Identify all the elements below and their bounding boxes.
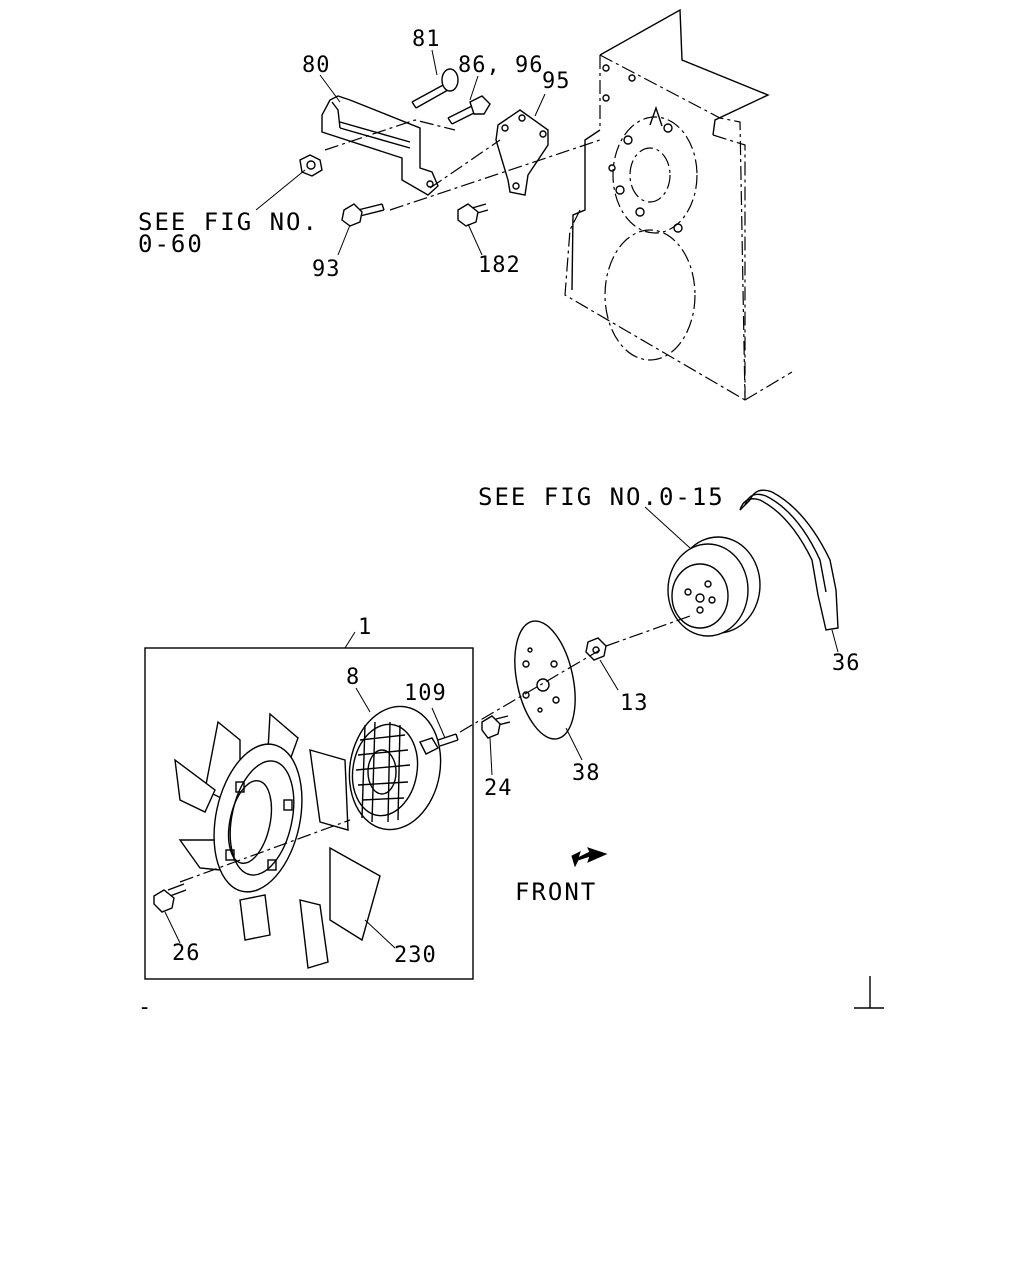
label-81: 81 bbox=[412, 27, 441, 52]
bolt-93 bbox=[341, 203, 385, 227]
fan-230 bbox=[174, 712, 381, 969]
label-13: 13 bbox=[620, 691, 649, 716]
label-93: 93 bbox=[312, 257, 341, 282]
bolt-81 bbox=[411, 68, 459, 109]
label-80: 80 bbox=[302, 53, 331, 78]
top-leaders bbox=[255, 49, 546, 256]
label-38: 38 bbox=[572, 761, 601, 786]
label-8: 8 bbox=[346, 665, 360, 690]
bolt-182 bbox=[457, 203, 489, 227]
fan-clutch-8 bbox=[348, 705, 442, 831]
label-36: 36 bbox=[832, 651, 861, 676]
see-fig-0-60-line2: 0-60 bbox=[138, 230, 204, 258]
front-label: FRONT bbox=[515, 878, 597, 906]
see-fig-0-15: SEE FIG NO.0-15 bbox=[478, 483, 725, 511]
v-belt bbox=[739, 489, 839, 631]
front-arrow-icon bbox=[571, 847, 608, 868]
label-24: 24 bbox=[484, 776, 513, 801]
bolt-86-96 bbox=[447, 95, 491, 125]
alignment-line-top-1 bbox=[389, 139, 601, 211]
bracket-95 bbox=[495, 109, 549, 196]
label-230: 230 bbox=[394, 943, 437, 968]
corner-mark-right bbox=[854, 976, 884, 1009]
fan-assembly-box bbox=[144, 647, 474, 980]
engine-block bbox=[564, 8, 793, 401]
alignment-line-top-3 bbox=[324, 119, 456, 151]
leader-1 bbox=[344, 631, 356, 649]
label-1: 1 bbox=[358, 615, 372, 640]
label-95: 95 bbox=[542, 69, 571, 94]
label-26: 26 bbox=[172, 941, 201, 966]
bracket-80 bbox=[321, 95, 439, 196]
bolt-26 bbox=[153, 883, 187, 913]
corner-mark-left: - bbox=[138, 995, 152, 1020]
label-86-96: 86, 96 bbox=[458, 53, 543, 78]
see-fig-0-60-line1: SEE FIG NO. bbox=[138, 208, 319, 236]
alignment-axis-bottom bbox=[179, 615, 691, 883]
spacer-plate-38 bbox=[514, 620, 576, 740]
label-182: 182 bbox=[478, 253, 521, 278]
label-109: 109 bbox=[404, 681, 447, 706]
alignment-line-top-2 bbox=[429, 139, 501, 189]
water-pump-pulley bbox=[667, 536, 761, 637]
bottom-leaders bbox=[164, 506, 839, 949]
bolt-24 bbox=[481, 715, 511, 739]
nut-top bbox=[299, 154, 323, 177]
nut-13 bbox=[585, 637, 607, 661]
stud-109 bbox=[437, 733, 459, 747]
